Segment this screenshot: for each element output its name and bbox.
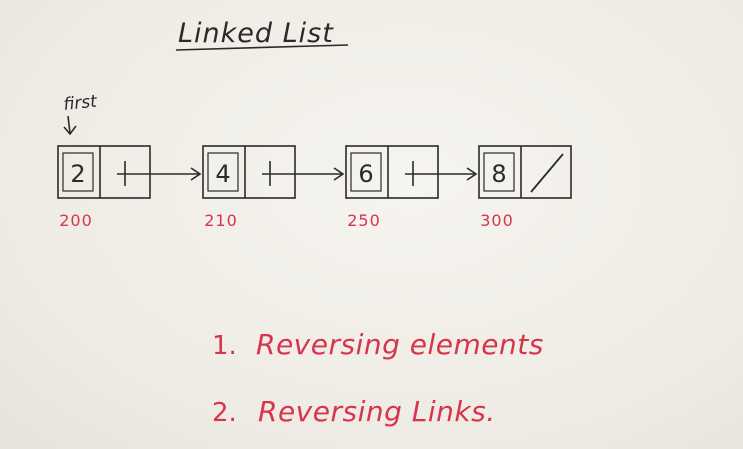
node-data-cell: [350, 152, 382, 192]
topic-2-number: 2.: [212, 398, 237, 428]
linked-list-nodes: 2 200 4 210 6 250 8 300: [57, 145, 572, 230]
node-data-cell: [483, 152, 515, 192]
link-arrow-head: [190, 167, 202, 181]
node-box: [202, 145, 296, 199]
node-box: [478, 145, 572, 199]
node-data-cell: [62, 152, 94, 192]
link-arrow-head: [333, 167, 345, 181]
node-address: 210: [204, 211, 238, 230]
node-address: 250: [347, 211, 381, 230]
topic-2-text: Reversing Links.: [258, 395, 496, 428]
node-box: [345, 145, 439, 199]
node-data-cell: [207, 152, 239, 192]
node-box: [57, 145, 151, 199]
node-1: 2 200: [57, 145, 202, 230]
null-slash: [530, 153, 564, 193]
link-arrow-head: [466, 167, 478, 181]
node-address: 200: [59, 211, 93, 230]
node-value: 8: [491, 160, 506, 188]
node-value: 6: [358, 160, 373, 188]
node-value: 4: [215, 160, 230, 188]
first-pointer-arrow: [63, 115, 77, 136]
node-address: 300: [480, 211, 514, 230]
node-4: 8 300: [478, 145, 572, 230]
first-pointer-label: first: [62, 91, 99, 115]
title-underline: [175, 44, 349, 51]
node-3: 6 250: [345, 145, 478, 230]
diagram-title: Linked List: [178, 18, 334, 49]
node-value: 2: [70, 160, 85, 188]
node-2: 4 210: [202, 145, 345, 230]
topic-1-number: 1.: [212, 331, 237, 361]
topic-1-text: Reversing elements: [256, 328, 544, 361]
